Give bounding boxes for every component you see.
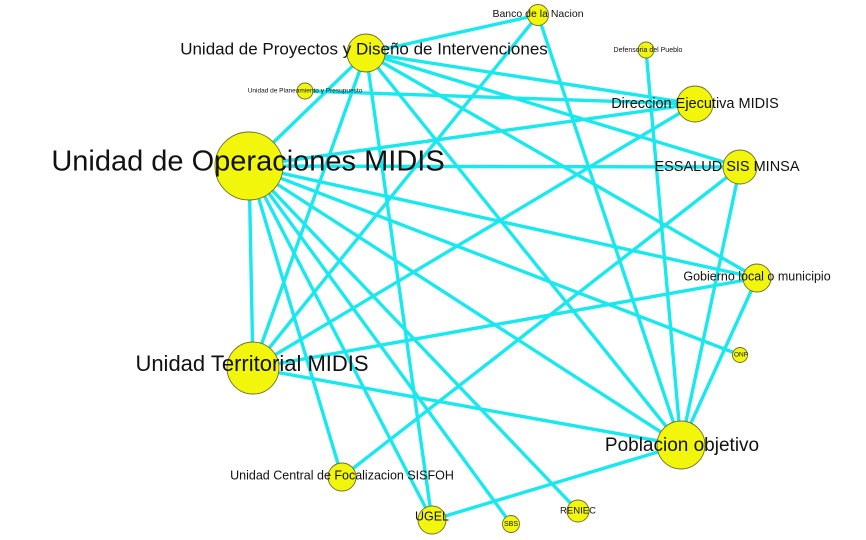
node-label-sbs: SBS [504, 521, 518, 528]
node-onp [732, 347, 748, 363]
edge-es-uc [340, 165, 742, 479]
edge-upp-de [303, 89, 697, 106]
node-es [722, 149, 758, 185]
node-ren [566, 499, 590, 523]
edge-upd-gl [364, 51, 759, 280]
edge-ut-po [251, 366, 683, 447]
edge-uo-ugel [247, 164, 434, 522]
label-layer: Unidad de Operaciones MIDIS Unidad de Pro… [51, 8, 830, 528]
node-label-dp: Defensoria del Pueblo [614, 47, 683, 54]
edge-uo-uc [247, 164, 344, 479]
node-label-uo: Unidad de Operaciones MIDIS [51, 146, 444, 178]
node-layer [214, 4, 772, 535]
node-ut [226, 341, 280, 395]
node-upd [346, 33, 386, 73]
node-label-ugel: UGEL [415, 509, 449, 523]
node-label-gl: Gobierno local o municipio [683, 269, 830, 283]
edge-upd-es [364, 51, 742, 169]
node-uc [327, 462, 357, 492]
node-sbs [502, 515, 520, 533]
node-uo [214, 131, 284, 201]
node-label-upp: Unidad de Planeamiento y Presupuesto [248, 88, 363, 95]
node-ugel [417, 505, 447, 535]
node-label-upd: Unidad de Proyectos y Diseño de Interven… [180, 39, 548, 58]
node-upp [296, 82, 314, 100]
node-de [676, 85, 714, 123]
edge-es-po [679, 165, 742, 447]
node-label-de: Direccion Ejecutiva MIDIS [611, 96, 779, 112]
edge-gl-ut [251, 276, 759, 370]
edge-upd-po [364, 51, 683, 447]
node-label-es: ESSALUD SIS MINSA [654, 159, 799, 175]
edge-upd-ut [251, 51, 368, 370]
node-po [656, 420, 706, 470]
node-bn [527, 4, 549, 26]
node-label-ren: RENIEC [560, 506, 596, 517]
edge-gl-po [679, 276, 759, 447]
node-gl [742, 263, 772, 293]
edge-po-ugel [430, 443, 683, 522]
node-label-ut: Unidad Territorial MIDIS [135, 351, 368, 376]
node-label-po: Poblacion objetivo [605, 435, 759, 456]
edge-de-ut [251, 102, 697, 370]
node-dp [637, 41, 655, 59]
edge-uo-es [247, 164, 742, 169]
edge-dp-po [644, 48, 683, 447]
edge-bn-ut [251, 13, 540, 370]
edge-uo-onp [247, 164, 742, 357]
edge-upd-de [364, 51, 697, 106]
edge-uo-de [247, 102, 697, 168]
edge-upd-ugel [364, 51, 434, 522]
edge-uo-po [247, 164, 683, 447]
edge-bn-po [536, 13, 683, 447]
node-label-uc: Unidad Central de Focalizacion SISFOH [230, 468, 454, 482]
node-label-bn: Banco de la Nacion [492, 8, 583, 20]
node-label-onp: ONP [734, 352, 748, 359]
edge-upd-bn [364, 13, 540, 55]
